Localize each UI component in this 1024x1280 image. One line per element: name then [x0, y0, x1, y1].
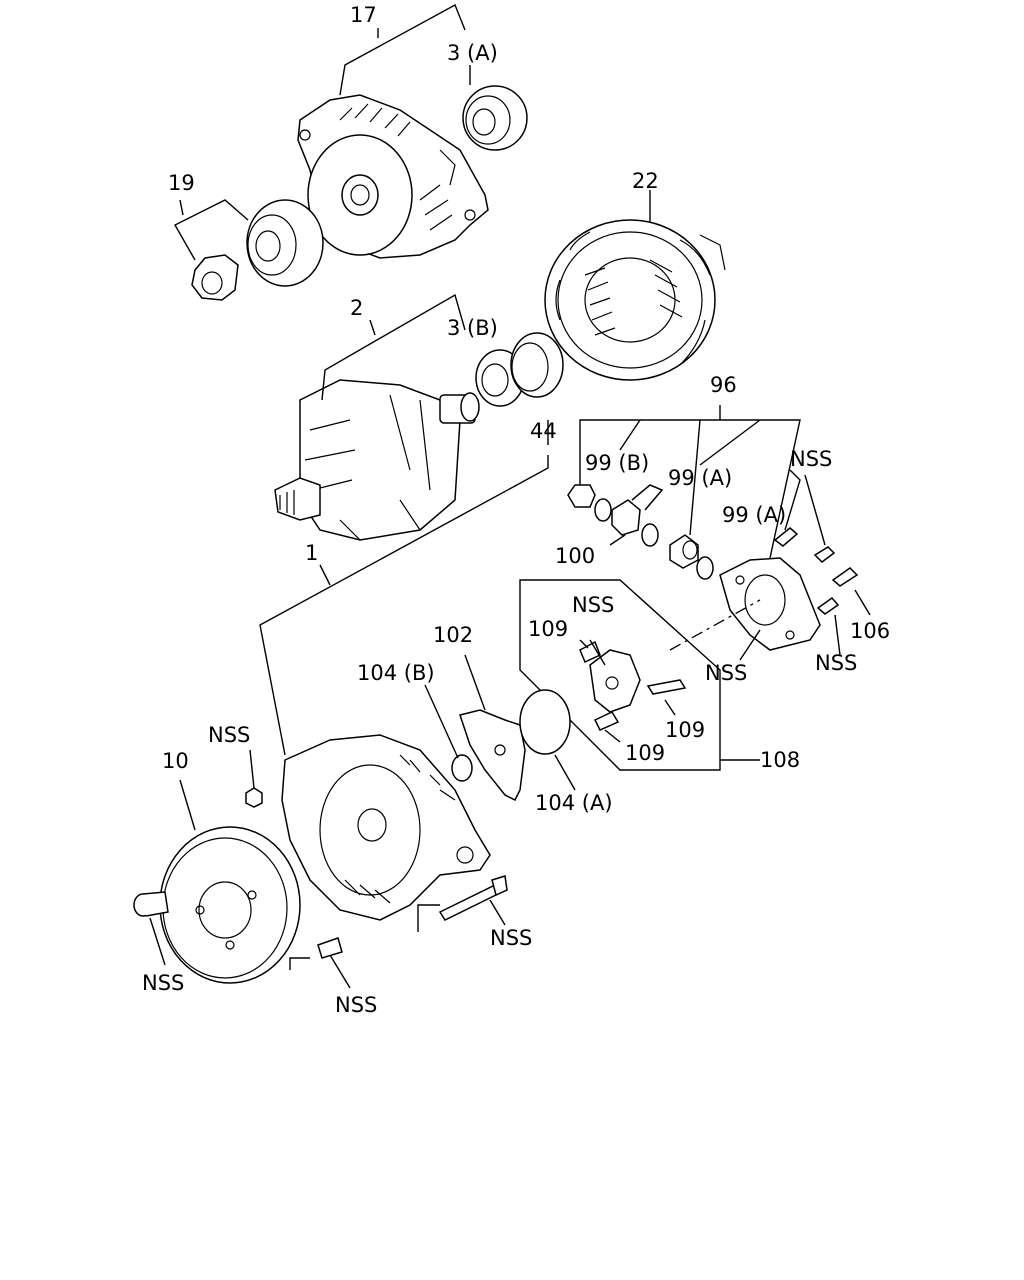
bolt-lower	[317, 937, 343, 959]
rear-housing	[281, 734, 491, 921]
ring-104b	[451, 754, 473, 782]
brush-holder-outline	[519, 579, 721, 771]
label-104a: 104 (A)	[535, 791, 613, 815]
label-19: 19	[168, 171, 195, 195]
label-44: 44	[530, 419, 557, 443]
label-99a-2: 99 (A)	[722, 503, 786, 527]
label-17: 17	[350, 3, 377, 27]
label-108: 108	[760, 748, 800, 772]
ring-104a	[519, 689, 571, 755]
label-nss-bolt-long: NSS	[490, 926, 532, 950]
label-1: 1	[305, 541, 318, 565]
bearing-sleeve-44	[510, 332, 564, 398]
label-100: 100	[555, 544, 595, 568]
label-96: 96	[710, 373, 737, 397]
brush-109-right	[646, 679, 687, 695]
label-nss-brush: NSS	[572, 593, 614, 617]
label-109-c: 109	[625, 741, 665, 765]
label-3b: 3 (B)	[447, 316, 498, 340]
label-nss-screws: NSS	[790, 447, 832, 471]
label-nss-holder: NSS	[705, 661, 747, 685]
label-104b: 104 (B)	[357, 661, 435, 685]
fan-cover-10	[159, 826, 301, 984]
label-nss-nut: NSS	[208, 723, 250, 747]
label-2: 2	[350, 296, 363, 320]
drive-end-housing	[297, 94, 489, 259]
label-99b: 99 (B)	[585, 451, 649, 475]
label-nss-bolt-left: NSS	[142, 971, 184, 995]
brush-holder	[589, 649, 641, 713]
brush-109-bottom	[593, 711, 620, 731]
label-3a: 3 (A)	[447, 41, 498, 65]
leader-lines	[149, 4, 871, 989]
label-109-b: 109	[665, 718, 705, 742]
pulley-19	[246, 199, 324, 287]
nut-nss	[245, 787, 263, 808]
terminal-bushing	[669, 534, 699, 569]
bolt-long	[438, 875, 508, 921]
stator-22	[544, 219, 726, 381]
label-109-a: 109	[528, 617, 568, 641]
washer-99a-1	[641, 523, 659, 547]
small-screws	[773, 527, 859, 615]
terminal-nut	[567, 484, 596, 508]
label-nss-bolt-lower: NSS	[335, 993, 377, 1017]
label-102: 102	[433, 623, 473, 647]
label-22: 22	[632, 169, 659, 193]
washer-99b	[594, 498, 612, 522]
plate-102	[459, 709, 526, 802]
label-99a-1: 99 (A)	[668, 466, 732, 490]
label-nss-holder-screw: NSS	[815, 651, 857, 675]
terminal-insulator-100	[611, 484, 664, 536]
bolt-left	[133, 891, 169, 917]
pulley-nut	[191, 254, 239, 301]
bearing-3a	[462, 85, 528, 151]
rotor-2	[274, 379, 480, 541]
label-106: 106	[850, 619, 890, 643]
washer-99a-2	[696, 556, 714, 580]
label-10: 10	[162, 749, 189, 773]
rear-cover	[719, 557, 821, 651]
